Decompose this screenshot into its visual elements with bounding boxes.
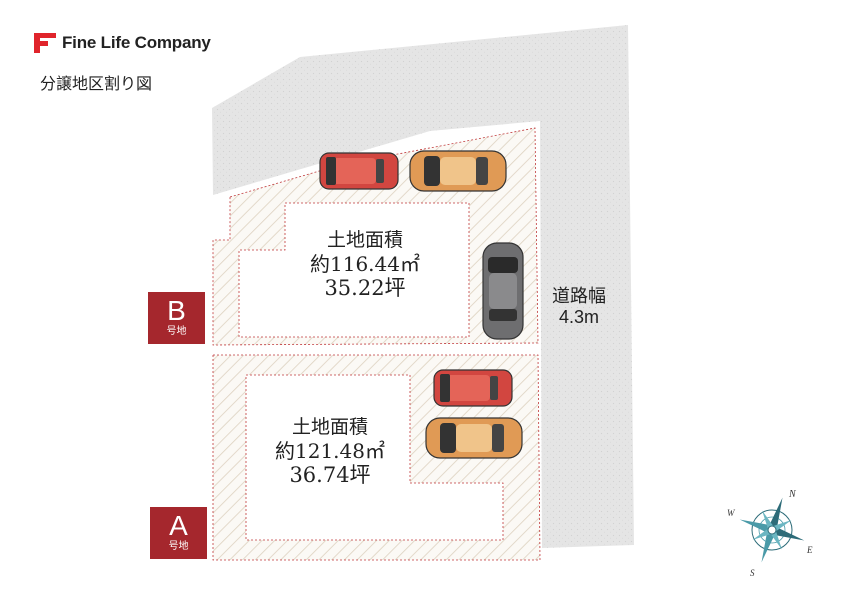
car-red-a [433,369,513,407]
lot-a-suffix: 号地 [168,541,189,552]
lot-b-area-info: 土地面積 約116.44㎡ 35.22坪 [290,229,440,301]
compass-w-label: W [727,508,736,518]
road-area [212,25,634,548]
lot-a-badge: A 号地 [150,507,207,559]
lot-b-building [238,202,470,338]
road-width-value: 4.3m [558,306,600,327]
car-red-b [319,152,399,190]
brand-name: Fine Life Company [62,33,211,52]
compass-e-label: E [806,545,813,555]
lot-b-area-sqm: 約116.44㎡ [310,251,420,276]
compass-s-label: S [750,568,755,578]
lot-a-area-info: 土地面積 約121.48㎡ 36.74坪 [255,416,405,488]
lot-b-area-label: 土地面積 [326,229,403,251]
brand-logo: Fine Life Company [34,33,211,53]
lot-b-letter: B [167,295,186,326]
lot-b-badge: B 号地 [148,292,205,344]
brand-mark-icon [34,33,56,53]
road-label-text: 道路幅 [552,286,606,306]
lot-a-area-tsubo: 36.74坪 [289,462,371,487]
lot-a-area-sqm: 約121.48㎡ [275,438,385,463]
lot-b-area-tsubo: 35.22坪 [324,275,406,300]
compass-n-label: N [788,489,797,500]
compass-rose-icon: N E S W [727,489,813,578]
lot-a-area-label: 土地面積 [291,416,368,438]
lot-a-letter: A [169,510,188,541]
lot-b-suffix: 号地 [166,326,187,337]
car-grey-b [482,242,524,340]
car-orange-a [425,417,523,459]
lot-a-building [245,374,504,541]
page-title: 分譲地区割り図 [40,76,153,93]
road-width-label: 道路幅 4.3m [552,286,606,327]
car-orange-b [409,150,507,192]
